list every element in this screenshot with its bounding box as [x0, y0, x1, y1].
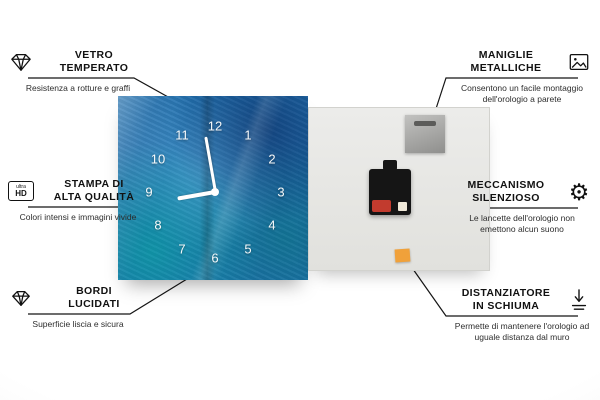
- title-line: IN SCHIUMA: [472, 300, 540, 312]
- clock-back-panel: [308, 107, 490, 271]
- hanger-slot: [414, 121, 436, 126]
- ultra-hd-icon: ultra HD: [8, 181, 34, 201]
- clock-number: 5: [244, 241, 252, 257]
- callout-subtitle: Permette di mantenere l'orologio ad ugua…: [454, 321, 590, 343]
- callout-maniglie-metalliche: MANIGLIE METALLICHE Consentono un facile…: [452, 46, 592, 105]
- clock-number: 9: [145, 184, 153, 200]
- callout-title: STAMPA DI ALTA QUALITÀ: [40, 178, 148, 203]
- callout-title: MECCANISMO SILENZIOSO: [452, 179, 560, 204]
- clock-hand-cap: [211, 188, 219, 196]
- callout-title: VETRO TEMPERATO: [40, 49, 148, 74]
- title-line: BORDI: [76, 285, 112, 298]
- clock-number: 2: [268, 151, 276, 167]
- clock-number: 6: [211, 250, 219, 266]
- title-line: LUCIDATI: [68, 298, 120, 310]
- mechanism-hook: [383, 160, 397, 170]
- callout-subtitle: Consentono un facile montaggio dell'orol…: [461, 83, 583, 105]
- ultra-hd-text-bottom: HD: [15, 188, 27, 198]
- callout-subtitle: Colori intensi e immagini vivide: [19, 212, 137, 222]
- callout-meccanismo-silenzioso: MECCANISMO SILENZIOSO ⚙ Le lancette dell…: [452, 176, 592, 235]
- picture-frame-icon: [566, 51, 592, 73]
- clock-number: 11: [175, 127, 189, 143]
- title-line: SILENZIOSO: [472, 192, 540, 204]
- mechanism-battery: [372, 200, 391, 212]
- foam-spacer: [394, 248, 411, 263]
- clock-number: 4: [268, 217, 276, 233]
- clock-number: 12: [207, 118, 223, 134]
- title-line: ALTA QUALITÀ: [53, 191, 135, 203]
- callout-subtitle: Superficie liscia e sicura: [32, 319, 124, 329]
- callout-stampa-alta-qualita: ultra HD STAMPA DI ALTA QUALITÀ Colori i…: [8, 175, 148, 223]
- callout-distanziatore-schiuma: DISTANZIATORE IN SCHIUMA Permette di man…: [452, 284, 592, 343]
- title-line: DISTANZIATORE: [461, 287, 551, 300]
- callout-title: DISTANZIATORE IN SCHIUMA: [452, 287, 560, 312]
- title-line: TEMPERATO: [59, 62, 129, 74]
- callout-subtitle: Resistenza a rotture e graffi: [25, 83, 131, 93]
- clock-number: 3: [277, 184, 285, 200]
- polished-gem-icon: [8, 287, 34, 309]
- callout-title: BORDI LUCIDATI: [40, 285, 148, 310]
- ultra-hd-text-top: ultra: [16, 183, 26, 190]
- clock-front-panel: 1 2 3 4 5 6 7 8 9 10 11 12: [118, 96, 308, 280]
- clock-number: 7: [178, 241, 186, 257]
- diamond-icon: [8, 51, 34, 73]
- title-line: VETRO: [74, 49, 114, 62]
- metal-hanger-plate: [405, 115, 445, 153]
- foam-spacer-icon: [566, 288, 592, 312]
- callout-vetro-temperato: VETRO TEMPERATO Resistenza a rotture e g…: [8, 46, 148, 94]
- clock-number: 1: [244, 127, 252, 143]
- title-line: METALLICHE: [470, 62, 542, 74]
- clock-mechanism: [369, 160, 411, 215]
- callout-title: MANIGLIE METALLICHE: [452, 49, 560, 74]
- clock-number: 10: [150, 151, 166, 167]
- mechanism-label: [398, 202, 407, 211]
- callout-subtitle: Le lancette dell'orologio non emettono a…: [469, 213, 575, 235]
- gear-icon: ⚙: [568, 178, 590, 205]
- title-line: MANIGLIE: [478, 49, 534, 62]
- title-line: STAMPA DI: [64, 178, 124, 191]
- callout-bordi-lucidati: BORDI LUCIDATI Superficie liscia e sicur…: [8, 282, 148, 330]
- clock-number: 8: [154, 217, 162, 233]
- title-line: MECCANISMO: [467, 179, 545, 192]
